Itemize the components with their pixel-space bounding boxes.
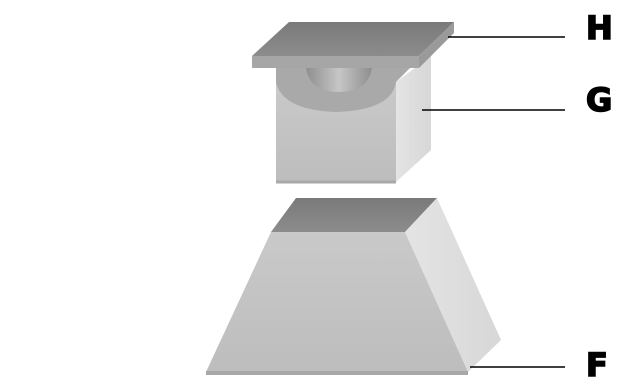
base-top-face: [271, 198, 437, 232]
base-right-face: [405, 198, 501, 372]
top-plate-top-face: [252, 22, 454, 56]
base-part-f: [206, 198, 501, 375]
label-f: F: [586, 346, 608, 378]
label-g: G: [586, 81, 612, 119]
top-plate-front-edge: [252, 56, 419, 68]
cup-block-right-face: [396, 56, 431, 182]
cup-bowl: [306, 68, 372, 92]
cup-block-part-g: [276, 56, 431, 184]
base-front-face: [206, 232, 468, 372]
top-plate-part-h: [252, 22, 454, 68]
top-plate-right-edge: [419, 22, 454, 68]
label-h: H: [586, 9, 613, 47]
